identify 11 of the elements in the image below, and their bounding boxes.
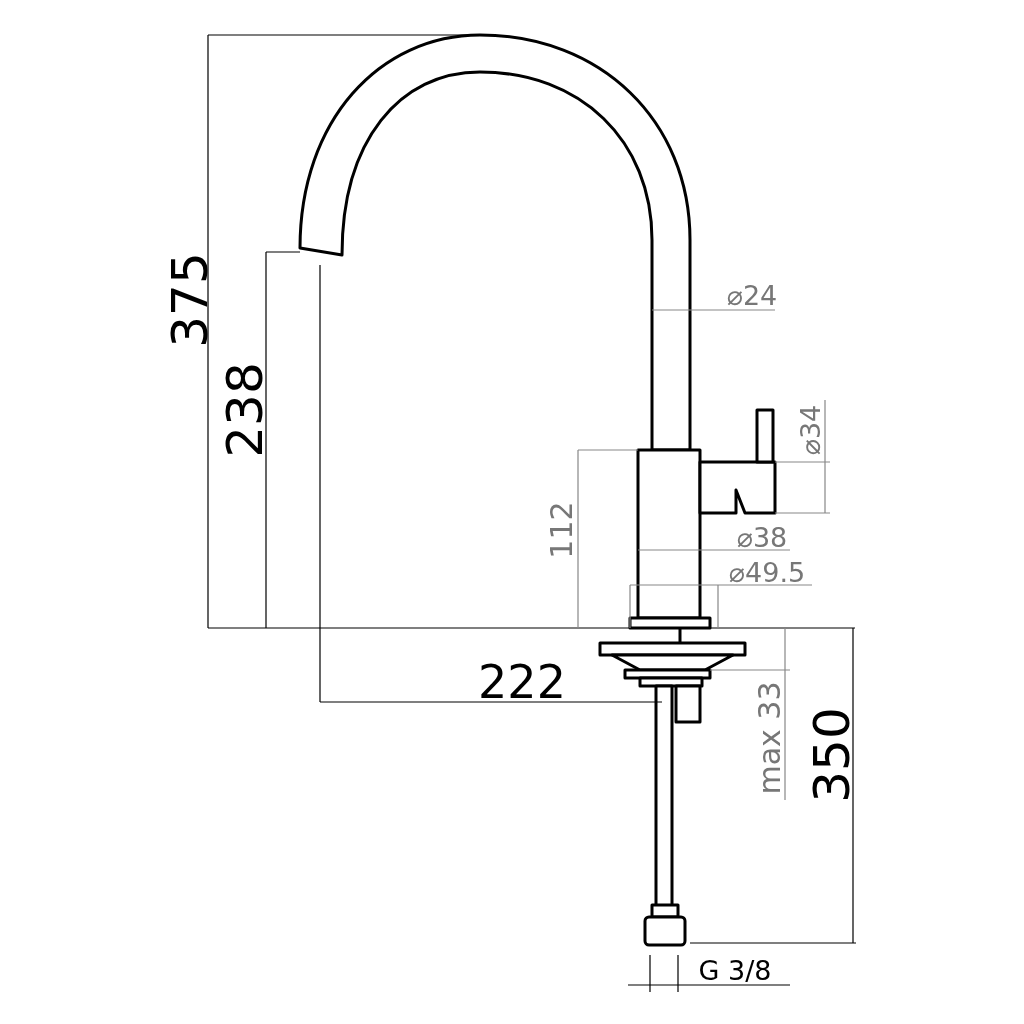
dimension-label: 112: [547, 501, 577, 559]
dimension-label: max 33: [755, 681, 785, 795]
dimension-label: ⌀24: [726, 281, 778, 309]
dimension-label: ⌀49.5: [728, 558, 806, 586]
dimension-label: 238: [220, 362, 270, 458]
dimension-label: 350: [807, 707, 857, 803]
dimension-label: 222: [478, 659, 566, 705]
dimension-label: G 3/8: [698, 956, 772, 984]
dimension-label: ⌀34: [796, 404, 824, 456]
dimension-label: ⌀38: [736, 523, 788, 551]
dimension-label: 375: [165, 252, 215, 348]
